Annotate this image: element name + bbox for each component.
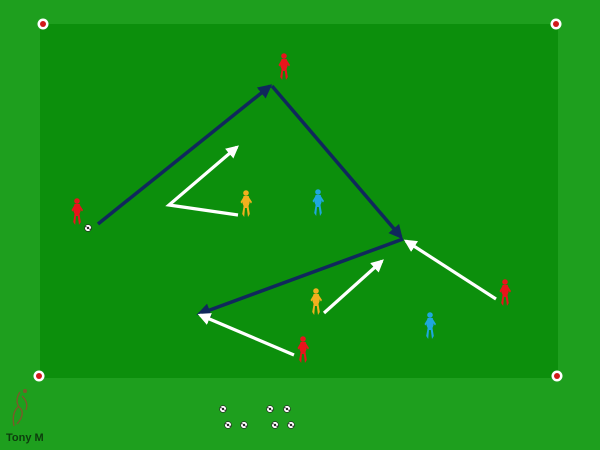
player-silhouette-logo-icon [12,389,28,427]
run-arrow-1 [165,145,239,217]
spare-ball [287,421,295,429]
author-credit: Tony M [6,432,44,444]
spare-ball [283,405,291,413]
run-arrow-2 [322,259,384,315]
corner-cone-top-left [37,18,49,30]
ball-in-play [84,224,92,232]
spare-ball [271,421,279,429]
pass-arrow-3 [196,237,404,317]
corner-cone-top-right [550,18,562,30]
spare-ball [266,405,274,413]
pass-arrow-1 [96,84,273,226]
corner-cone-bottom-right [551,370,563,382]
corner-cone-bottom-left [33,370,45,382]
spare-ball [224,421,232,429]
pitch-area [40,24,558,378]
spare-ball [240,421,248,429]
run-arrow-4 [197,313,295,357]
spare-ball [219,405,227,413]
pass-arrow-2 [270,84,403,240]
run-arrow-3 [403,239,497,301]
